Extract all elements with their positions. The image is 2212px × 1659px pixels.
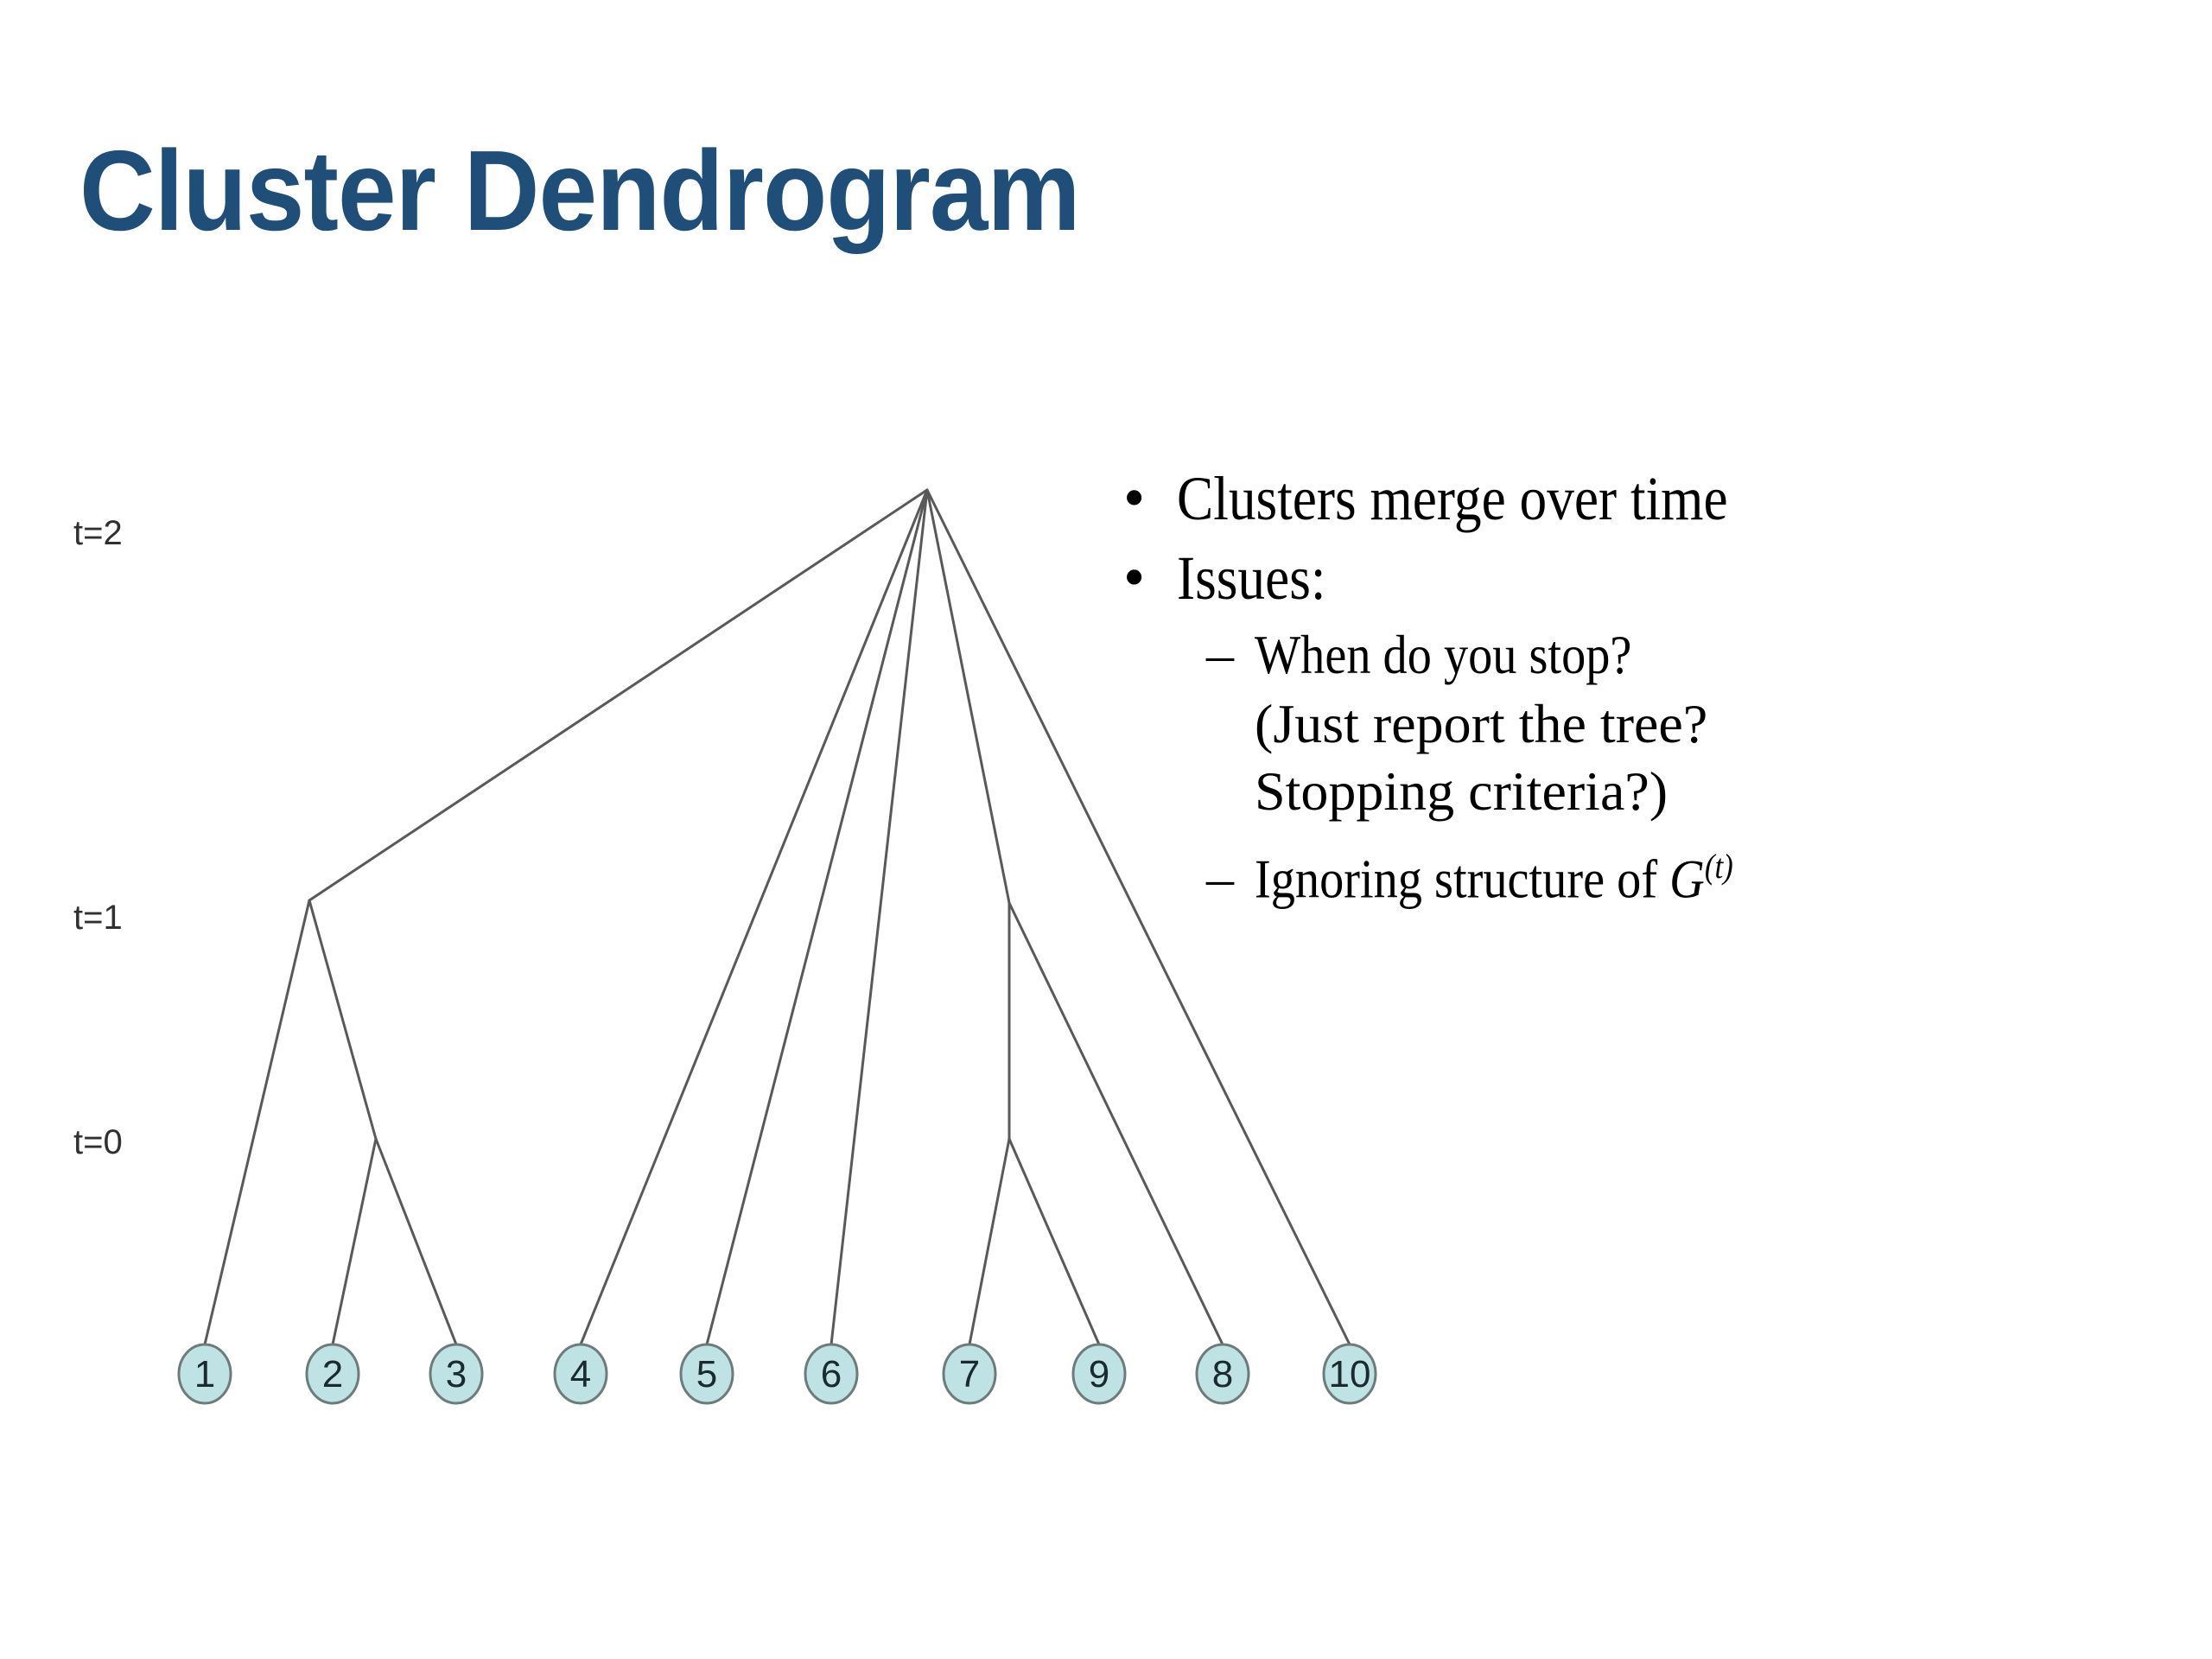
leaf-node-5[interactable]: 5 bbox=[679, 1343, 734, 1405]
dendrogram-edge bbox=[968, 1137, 1011, 1346]
dendrogram-edge bbox=[1007, 901, 1224, 1346]
page-title: Cluster Dendrogram bbox=[79, 127, 1081, 254]
leaf-node-4[interactable]: 4 bbox=[553, 1343, 608, 1405]
sub-bullet-when-do-you-stop: – When do you stop? bbox=[1206, 625, 2203, 684]
dendrogram-edge bbox=[374, 1137, 458, 1346]
leaf-node-label: 8 bbox=[1212, 1353, 1233, 1395]
sub-bullet-continuation-line-2: Stopping criteria?) bbox=[1255, 760, 2203, 823]
leaf-node-label: 6 bbox=[821, 1353, 842, 1395]
dendrogram-edge bbox=[830, 488, 929, 1346]
leaf-node-6[interactable]: 6 bbox=[804, 1343, 859, 1405]
dendrogram-edge bbox=[1007, 1137, 1101, 1346]
bullet-item-clusters-merge: • Clusters merge over time bbox=[1123, 463, 2203, 533]
continuation-label: Stopping criteria?) bbox=[1255, 760, 1669, 822]
dendrogram-edge bbox=[925, 488, 1011, 905]
leaf-node-circle bbox=[429, 1343, 484, 1405]
leaf-node-label: 7 bbox=[959, 1353, 980, 1395]
dendrogram-edge bbox=[579, 488, 929, 1346]
leaf-node-7[interactable]: 7 bbox=[942, 1343, 997, 1405]
dendrogram-svg: 1 2 3 4 5 6 7 9 8 10 bbox=[177, 488, 1377, 1405]
dendrogram-edge bbox=[331, 1137, 378, 1346]
leaf-node-2[interactable]: 2 bbox=[305, 1343, 360, 1405]
continuation-label: (Just report the tree? bbox=[1255, 693, 1708, 755]
leaf-node-8[interactable]: 8 bbox=[1195, 1343, 1250, 1405]
bullet-marker-icon: • bbox=[1123, 542, 1146, 612]
dendrogram-edge bbox=[925, 488, 1351, 1346]
leaf-node-1[interactable]: 1 bbox=[177, 1343, 232, 1405]
leaf-node-label: 4 bbox=[570, 1353, 591, 1395]
leaf-node-circle bbox=[553, 1343, 608, 1405]
dendrogram-edge bbox=[308, 899, 378, 1141]
leaf-node-circle bbox=[1071, 1343, 1127, 1405]
dendrogram-edge bbox=[308, 488, 929, 902]
math-variable-G: G bbox=[1669, 847, 1705, 909]
sub-bullet-ignoring-structure: – Ignoring structure of G(t) bbox=[1206, 846, 2203, 909]
dash-marker-icon: – bbox=[1206, 623, 1234, 685]
leaf-node-label: 2 bbox=[322, 1353, 343, 1395]
leaf-node-circle bbox=[177, 1343, 232, 1405]
time-axis-label-t0: t=0 bbox=[73, 1123, 123, 1161]
sub-bullet-label: Ignoring structure of G(t) bbox=[1255, 847, 2089, 909]
leaf-node-circle bbox=[804, 1343, 859, 1405]
leaf-node-3[interactable]: 3 bbox=[429, 1343, 484, 1405]
leaf-node-9[interactable]: 9 bbox=[1071, 1343, 1127, 1405]
leaf-node-10[interactable]: 10 bbox=[1322, 1343, 1377, 1405]
bullet-marker-icon: • bbox=[1123, 463, 1146, 532]
dendrogram-leaf-nodes: 1 2 3 4 5 6 7 9 8 10 bbox=[177, 1343, 1377, 1405]
sub-bullet-prefix: Ignoring structure of bbox=[1255, 847, 1670, 909]
dendrogram-edge bbox=[203, 899, 311, 1346]
bullet-item-label: Issues: bbox=[1177, 543, 1326, 613]
bullet-list: • Clusters merge over time • Issues: – W… bbox=[1123, 463, 2203, 917]
bullet-item-label: Clusters merge over time bbox=[1177, 464, 1728, 533]
bullet-item-issues: • Issues: bbox=[1123, 542, 2203, 613]
time-axis-label-t1: t=1 bbox=[73, 899, 123, 937]
leaf-node-label: 9 bbox=[1089, 1353, 1109, 1395]
leaf-node-label: 10 bbox=[1329, 1353, 1371, 1395]
leaf-node-circle bbox=[305, 1343, 360, 1405]
dendrogram-edge bbox=[705, 488, 929, 1346]
leaf-node-label: 1 bbox=[194, 1353, 215, 1395]
leaf-node-circle bbox=[1195, 1343, 1250, 1405]
math-superscript-t: (t) bbox=[1704, 847, 1733, 886]
leaf-node-label: 3 bbox=[446, 1353, 467, 1395]
cluster-dendrogram-figure: 1 2 3 4 5 6 7 9 8 10 t=2 t=1 t=0 bbox=[73, 488, 1377, 1405]
dash-marker-icon: – bbox=[1206, 846, 1234, 908]
leaf-node-circle bbox=[679, 1343, 734, 1405]
sub-bullet-continuation-line-1: (Just report the tree? bbox=[1255, 693, 2203, 755]
sub-bullet-label: When do you stop? bbox=[1255, 624, 1632, 686]
leaf-node-circle bbox=[1322, 1343, 1377, 1405]
leaf-node-label: 5 bbox=[696, 1353, 717, 1395]
dendrogram-edges bbox=[203, 488, 1351, 1346]
leaf-node-circle bbox=[942, 1343, 997, 1405]
time-axis-label-t2: t=2 bbox=[73, 514, 123, 552]
